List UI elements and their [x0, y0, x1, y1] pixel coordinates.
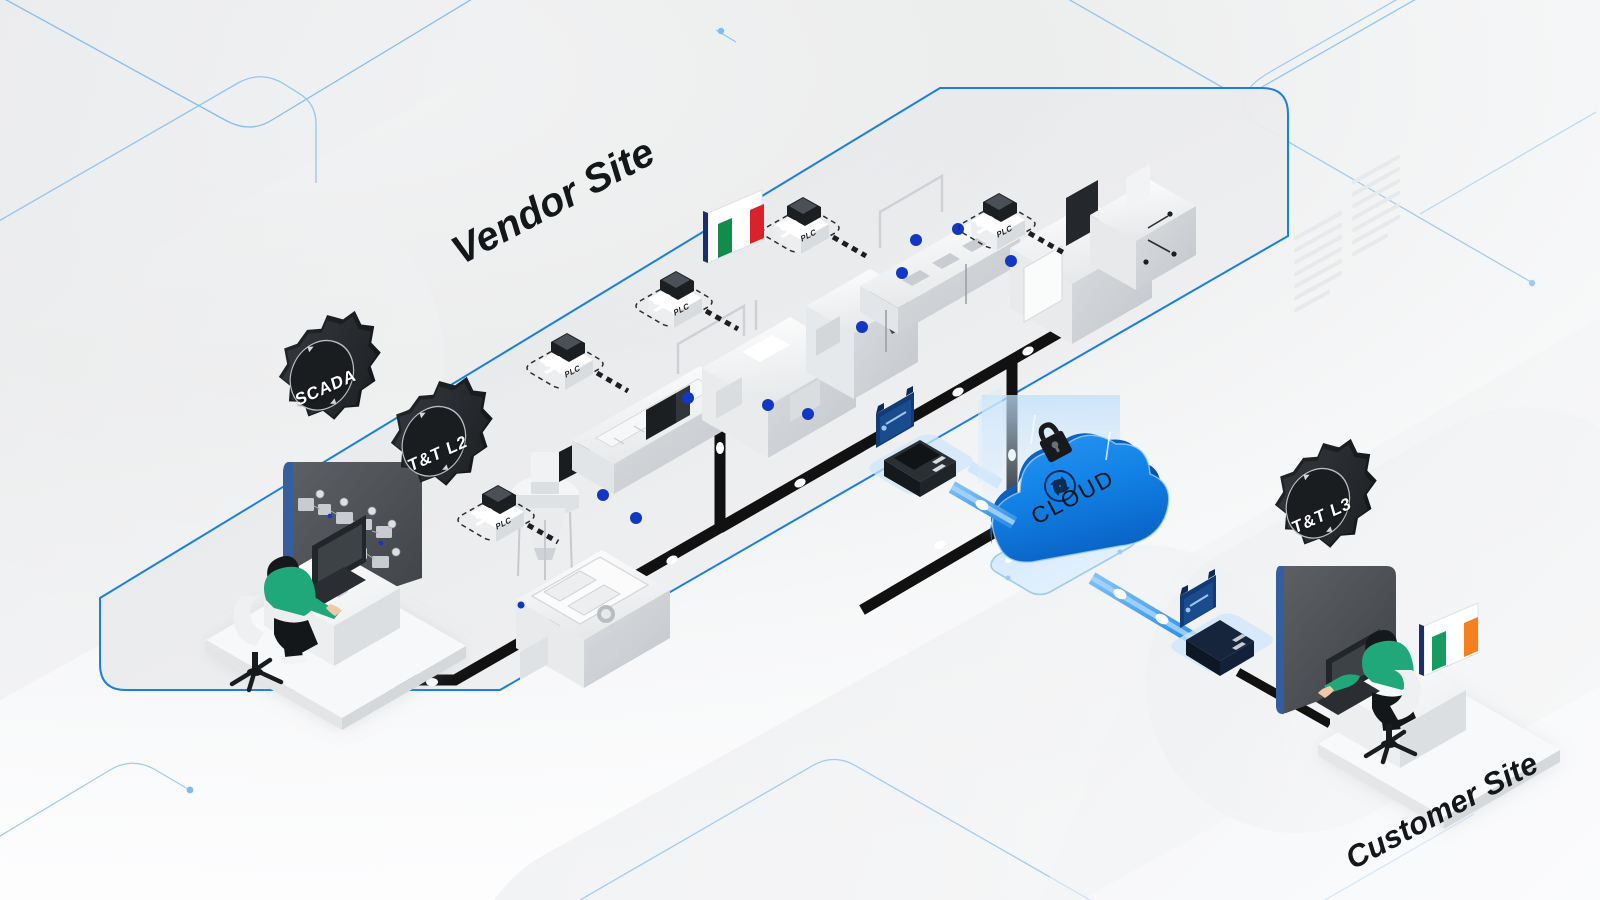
machine-end-station	[1090, 164, 1196, 290]
machine-conveyor-2	[860, 216, 1020, 352]
cloud-shape	[990, 414, 1170, 563]
plc-label-5: PLC	[995, 223, 1014, 240]
machine-silo	[511, 420, 620, 580]
cloud-padlock-icon	[1038, 422, 1072, 463]
background-blob-top-left	[0, 0, 598, 335]
customer-workstation	[1276, 154, 1560, 829]
customer-bus	[1235, 668, 1333, 728]
plc-nodes	[457, 193, 1066, 545]
gateway-lid-screen	[876, 386, 914, 448]
plc-label-2: PLC	[563, 363, 582, 380]
background-blob-bottom	[413, 490, 1347, 900]
machine-conveyor-1	[572, 366, 742, 494]
cloud-label: CLOUD	[1026, 464, 1119, 530]
gear-label-scada: SCADA	[293, 364, 359, 411]
vendor-gateway-device	[869, 386, 973, 497]
customer-gateway-device	[1171, 569, 1273, 676]
customer-display-board	[1276, 154, 1400, 715]
gear-badge-tt-l3: T&T L3	[1258, 452, 1386, 580]
flag-ireland-card	[1419, 602, 1479, 677]
cloud-swirl-logo	[1044, 470, 1076, 502]
background-blob-right	[1092, 353, 1600, 887]
machine-center-1	[702, 317, 856, 458]
gear-badge-scada: SCADA	[262, 324, 390, 452]
machine-packaging	[1010, 180, 1152, 344]
customer-monitor	[1326, 629, 1380, 706]
customer-gateway-lid	[1180, 569, 1216, 628]
cloud-support-panel	[978, 386, 1002, 484]
customer-site-platform	[1040, 318, 1600, 900]
cloud-data-pipes	[872, 445, 1200, 646]
flag-italy-card	[703, 189, 764, 264]
sensor-dots	[597, 223, 1017, 524]
machine-cnc-1	[516, 550, 670, 688]
customer-operator-figure	[1318, 630, 1421, 765]
sensor-dots-small	[517, 601, 525, 609]
gear-label-tt-l3: T&T L3	[1290, 493, 1354, 538]
cloud-zone	[982, 395, 1170, 596]
customer-site-label: Customer Site	[1339, 745, 1544, 877]
vendor-site-label: Vendor Site	[444, 129, 662, 274]
vendor-bus-nodes	[426, 346, 1034, 686]
machine-robot-arm	[806, 267, 920, 399]
plc-label-3: PLC	[672, 301, 691, 318]
plc-label-4: PLC	[799, 227, 818, 244]
vendor-operator-figure	[229, 556, 342, 693]
gear-label-tt-l2: T&T L2	[406, 431, 470, 476]
vendor-network-bus	[393, 287, 1133, 694]
vendor-production-line	[511, 164, 1196, 688]
gear-badge-tt-l2: T&T L2	[374, 390, 502, 518]
